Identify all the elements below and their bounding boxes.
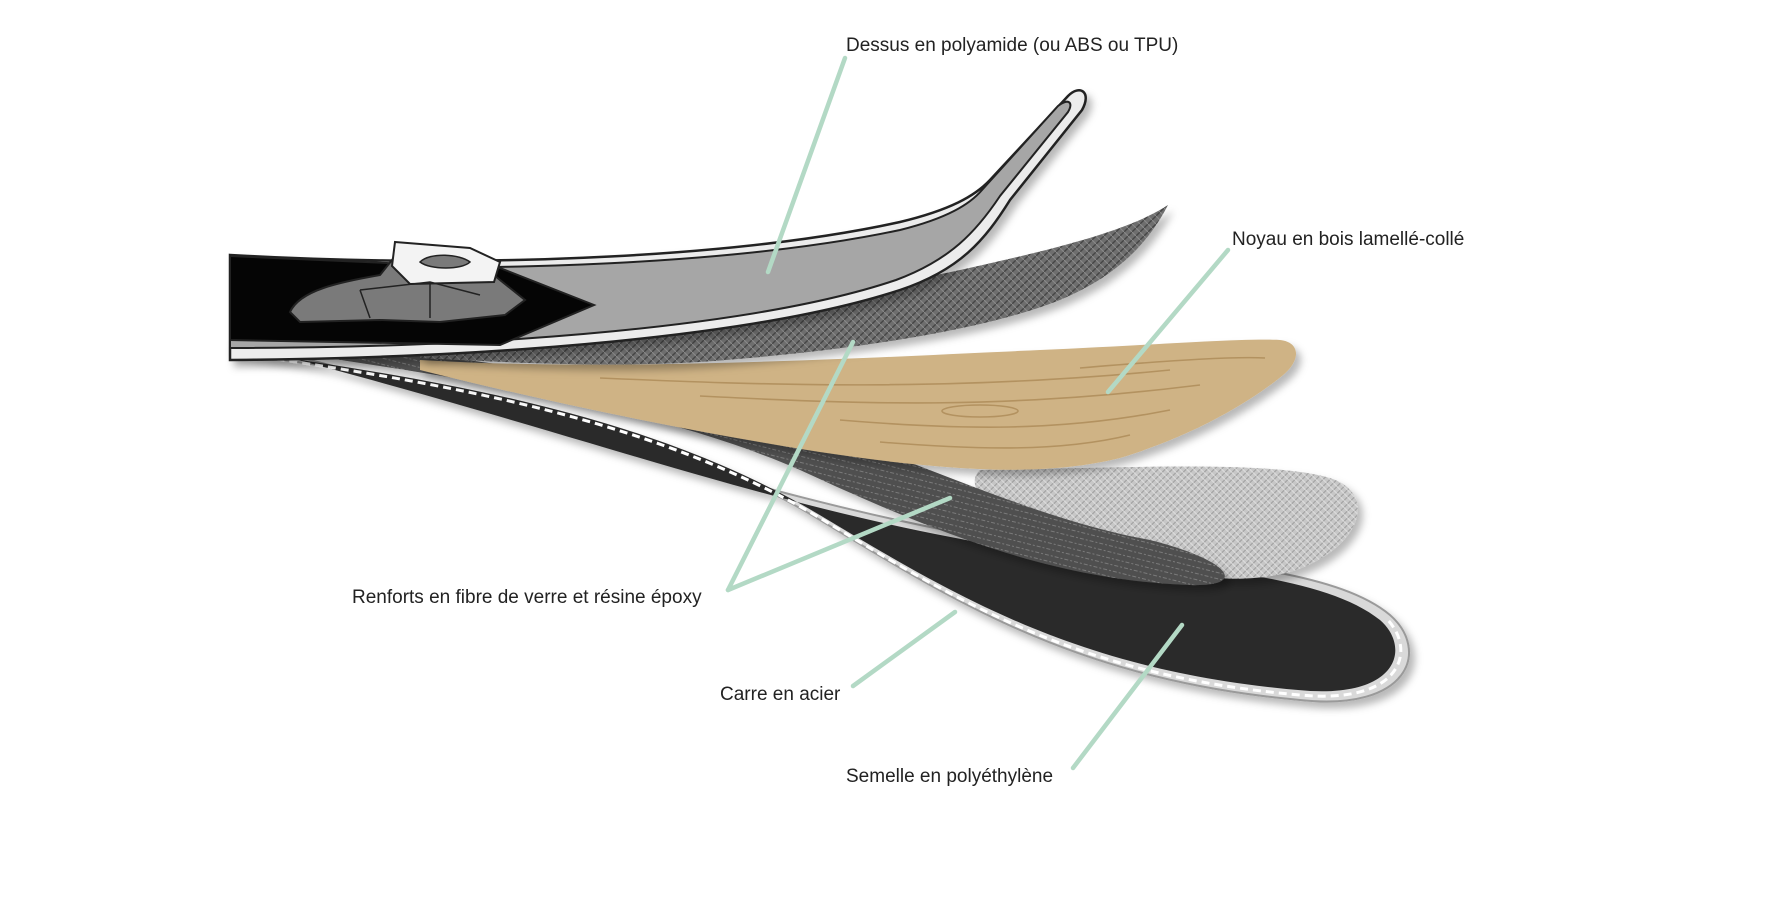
ski-binding-icon bbox=[288, 240, 527, 324]
label-base: Semelle en polyéthylène bbox=[846, 766, 1053, 787]
base-layer bbox=[229, 338, 1411, 703]
label-top-sheet: Dessus en polyamide (ou ABS ou TPU) bbox=[846, 35, 1178, 56]
wood-grain bbox=[599, 356, 1266, 449]
wood-core-layer bbox=[420, 339, 1297, 470]
fiberglass-dark-layer bbox=[232, 335, 1225, 586]
label-steel-edge: Carre en acier bbox=[720, 684, 841, 705]
binding-area bbox=[229, 240, 597, 347]
leader-core bbox=[1105, 247, 1231, 395]
steel-edge bbox=[237, 351, 1403, 698]
leader-reinforcement-upper bbox=[725, 339, 856, 593]
fiberglass-lower-layer bbox=[974, 466, 1358, 579]
label-reinforcements: Renforts en fibre de verre et résine épo… bbox=[352, 587, 702, 608]
leader-lines bbox=[725, 55, 1231, 771]
leader-steel-edge bbox=[850, 609, 958, 689]
leader-top-sheet bbox=[765, 55, 848, 275]
leader-reinforcement-lower bbox=[725, 495, 953, 593]
leader-base bbox=[1070, 622, 1185, 771]
label-core: Noyau en bois lamellé-collé bbox=[1232, 229, 1464, 250]
